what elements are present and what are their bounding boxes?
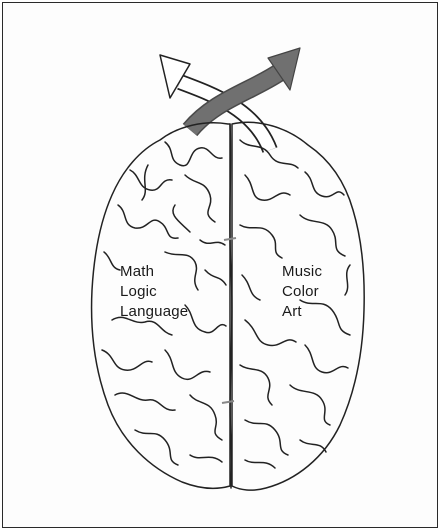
- left-label-language: Language: [120, 302, 188, 321]
- right-label-music: Music: [282, 262, 322, 281]
- right-label-color: Color: [282, 282, 319, 301]
- left-label-math: Math: [120, 262, 154, 281]
- left-label-logic: Logic: [120, 282, 157, 301]
- right-label-art: Art: [282, 302, 302, 321]
- fissure-mark-upper: [224, 238, 236, 240]
